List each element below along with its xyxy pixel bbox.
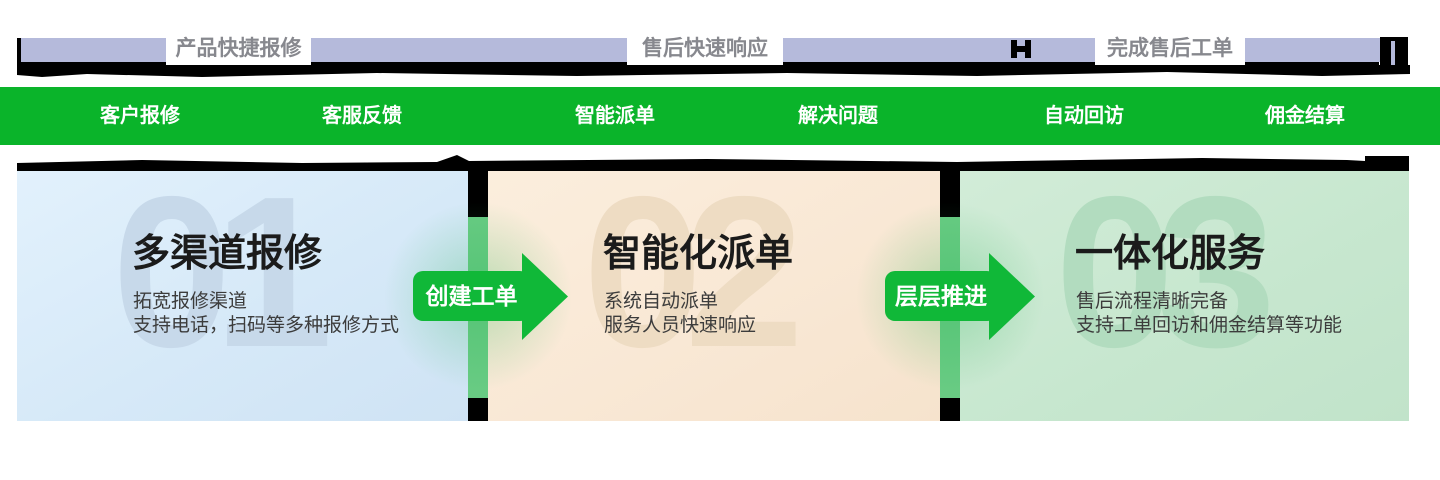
step-smart-dispatch: 智能派单 xyxy=(575,105,655,127)
arrow-advance-steps: 层层推进 xyxy=(885,253,1035,340)
card-integrated-service: 03 一体化服务 售后流程清晰完备 支持工单回访和佣金结算等功能 xyxy=(960,170,1409,421)
bracket-right-cap-line xyxy=(1391,41,1395,66)
card-description-line: 支持电话，扫码等多种报修方式 xyxy=(133,315,400,336)
card-title: 一体化服务 xyxy=(1075,233,1266,275)
bracket-right-cap xyxy=(1380,37,1408,70)
stage-label-fast-response: 售后快速响应 xyxy=(627,32,783,65)
bracket-junction-link xyxy=(1015,46,1027,52)
step-auto-followup: 自动回访 xyxy=(1044,105,1124,127)
arrow-body xyxy=(413,271,530,321)
process-steps-bar: 客户报修 客服反馈 智能派单 解决问题 自动回访 佣金结算 xyxy=(0,87,1440,145)
stage-label-quick-repair: 产品快捷报修 xyxy=(166,32,311,65)
card-number-watermark: 01 xyxy=(112,170,333,392)
card-description-line: 服务人员快速响应 xyxy=(604,315,757,336)
bracket-junction-tick xyxy=(1011,40,1017,58)
card-description: 售后流程清晰完备 支持工单回访和佣金结算等功能 xyxy=(1076,290,1342,338)
card-multichannel-repair: 01 多渠道报修 拓宽报修渠道 支持电话，扫码等多种报修方式 xyxy=(17,170,468,421)
card-description: 系统自动派单 服务人员快速响应 xyxy=(604,290,756,338)
card-description-line: 系统自动派单 xyxy=(604,291,719,312)
card-title: 智能化派单 xyxy=(603,233,794,275)
card-number-watermark: 02 xyxy=(583,170,804,392)
connector-top-cap xyxy=(940,170,960,217)
step-customer-report: 客户报修 xyxy=(100,105,180,127)
stage-label-complete-ticket: 完成售后工单 xyxy=(1095,32,1245,65)
card-description: 拓宽报修渠道 支持电话，扫码等多种报修方式 xyxy=(133,290,399,338)
step-service-feedback: 客服反馈 xyxy=(322,105,402,127)
cards-top-shadow-stroke xyxy=(17,155,1409,171)
card-title: 多渠道报修 xyxy=(132,233,323,275)
arrow-create-ticket: 创建工单 xyxy=(413,253,568,340)
bracket-left-tick xyxy=(17,38,21,66)
bracket-junction-tick xyxy=(1025,40,1031,58)
connector-bottom-cap xyxy=(468,398,488,421)
arrow-label: 创建工单 xyxy=(425,283,518,309)
card-description-line: 支持工单回访和佣金结算等功能 xyxy=(1076,315,1343,336)
bracket-shadow-stroke xyxy=(17,62,1410,77)
card-description-line: 拓宽报修渠道 xyxy=(133,291,248,312)
connector-top-cap xyxy=(468,170,488,217)
step-commission-settlement: 佣金结算 xyxy=(1265,105,1345,127)
arrow-body xyxy=(885,271,997,321)
connector-bottom-cap xyxy=(940,398,960,421)
card-description-line: 售后流程清晰完备 xyxy=(1076,291,1229,312)
step-solve-problem: 解决问题 xyxy=(798,105,878,127)
arrow-label: 层层推进 xyxy=(895,283,987,309)
card-number-watermark: 03 xyxy=(1055,170,1276,392)
